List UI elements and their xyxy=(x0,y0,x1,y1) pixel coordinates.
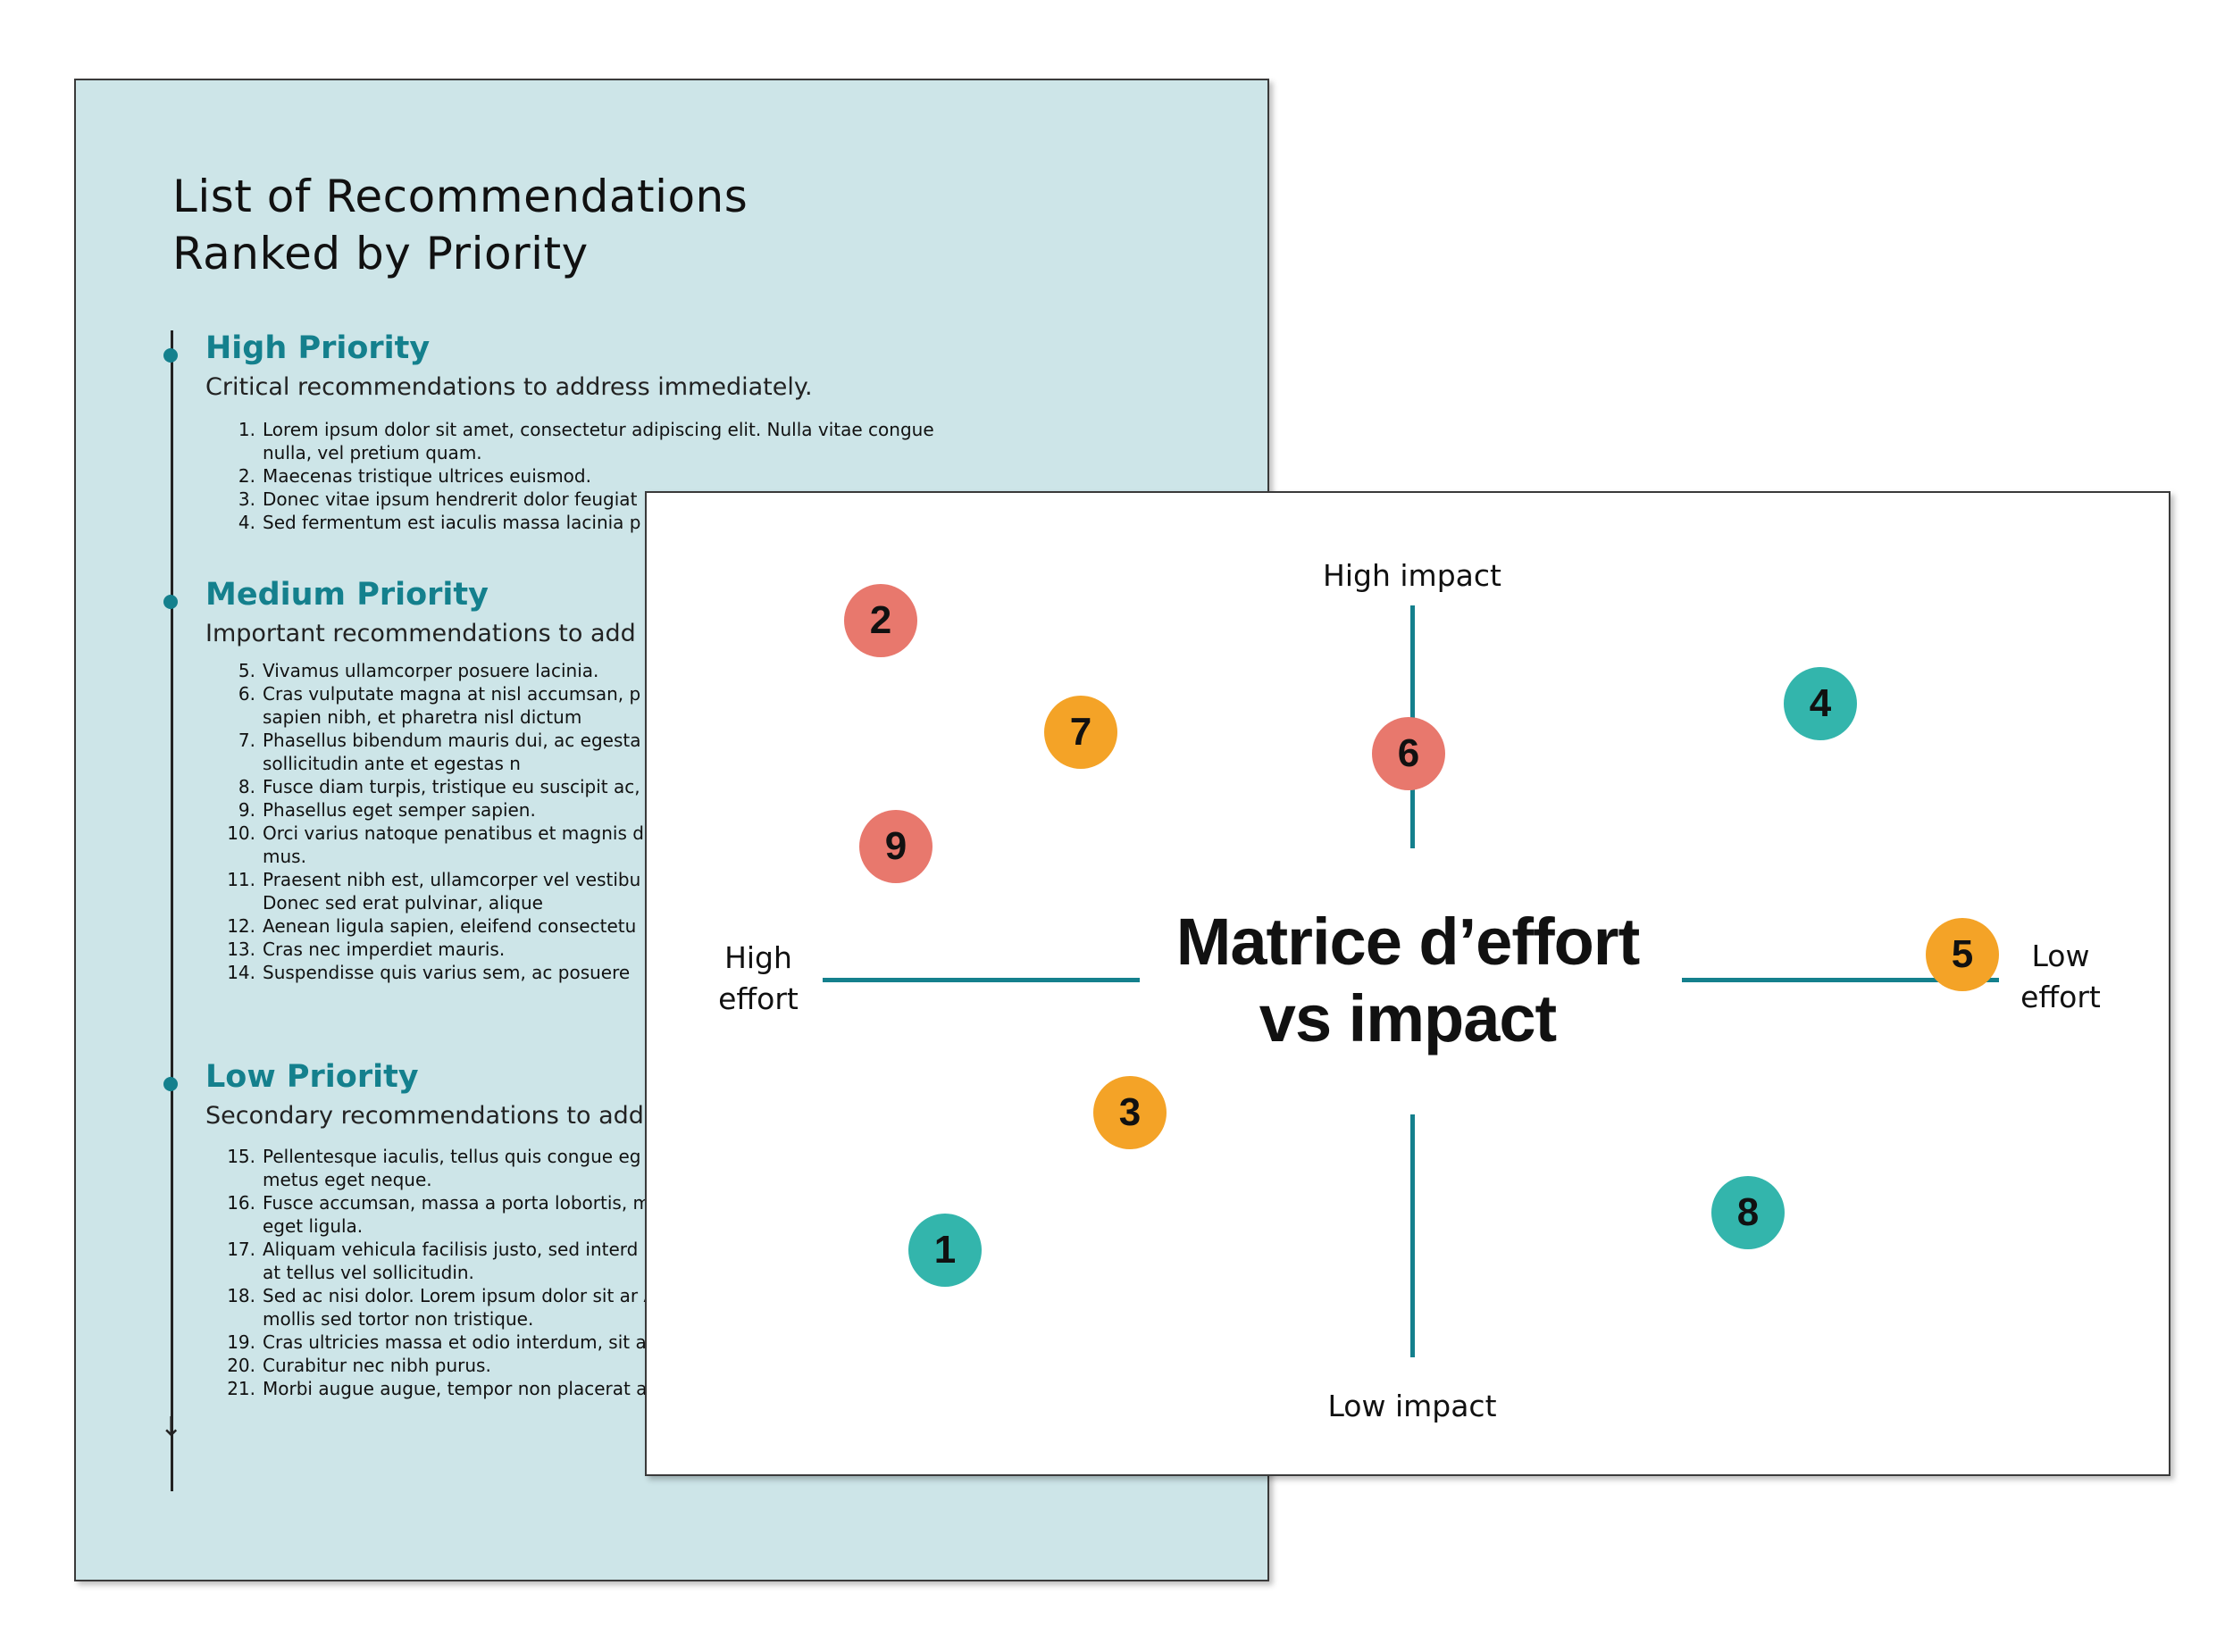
list-item-number: 19. xyxy=(227,1331,255,1353)
axis-line-bottom xyxy=(1410,1114,1415,1357)
list-item-text: Sed ac nisi dolor. Lorem ipsum dolor sit… xyxy=(263,1285,712,1330)
recommendation-list: 1. Lorem ipsum dolor sit amet, consectetu… xyxy=(205,418,947,534)
timeline-dot-icon xyxy=(163,1077,178,1091)
matrix-title-line-2: vs impact xyxy=(1259,981,1557,1055)
list-item-number: 16. xyxy=(227,1192,255,1214)
axis-line-right xyxy=(1682,978,1999,982)
list-item-number: 3. xyxy=(238,488,255,510)
marker-7: 7 xyxy=(1044,696,1117,769)
list-item-number: 10. xyxy=(227,822,255,844)
marker-6: 6 xyxy=(1372,717,1445,790)
list-item: 13. Cras nec imperdiet mauris. xyxy=(205,938,947,961)
list-item-number: 8. xyxy=(238,776,255,797)
list-item: 9. Phasellus eget semper sapien. xyxy=(205,798,947,822)
list-item-text: Vivamus ullamcorper posuere lacinia. xyxy=(263,660,599,681)
list-item-number: 1. xyxy=(238,419,255,440)
high-impact-label: High impact xyxy=(1323,558,1501,593)
list-item-number: 13. xyxy=(227,939,255,960)
priority-description: Secondary recommendations to add xyxy=(205,1102,644,1130)
list-title: List of Recommendations Ranked by Priori… xyxy=(172,168,748,282)
list-item-text: Fusce diam turpis, tristique eu suscipit… xyxy=(263,776,696,797)
marker-8: 8 xyxy=(1711,1176,1785,1249)
marker-4: 4 xyxy=(1784,667,1857,740)
timeline-dot-icon xyxy=(163,595,178,609)
list-item-text: Cras vulputate magna at nisl accumsan, p… xyxy=(263,683,700,728)
priority-heading: Medium Priority xyxy=(205,577,489,613)
list-item: 8. Fusce diam turpis, tristique eu suscip… xyxy=(205,775,763,798)
list-item-number: 21. xyxy=(227,1378,255,1399)
list-item: 21. Morbi augue augue, tempor non placera… xyxy=(205,1377,947,1400)
list-item: 20. Curabitur nec nibh purus. xyxy=(205,1354,947,1377)
list-item-number: 7. xyxy=(238,730,255,751)
list-item-number: 17. xyxy=(227,1239,255,1260)
list-item-number: 14. xyxy=(227,962,255,983)
marker-2: 2 xyxy=(844,584,917,657)
priority-heading: Low Priority xyxy=(205,1059,419,1095)
marker-1: 1 xyxy=(908,1214,982,1287)
list-item-number: 11. xyxy=(227,869,255,890)
list-item-text: Cras ultricies massa et odio interdum, s… xyxy=(263,1331,647,1353)
axis-line-left xyxy=(823,978,1140,982)
priority-description: Important recommendations to add xyxy=(205,620,636,647)
list-title-line-1: List of Recommendations xyxy=(172,171,749,222)
timeline-arrow-down-icon: ↓ xyxy=(160,1412,183,1443)
priority-heading: High Priority xyxy=(205,330,431,366)
priority-description: Critical recommendations to address imme… xyxy=(205,373,813,401)
list-item-number: 12. xyxy=(227,915,255,937)
marker-5: 5 xyxy=(1926,918,1999,991)
list-item: 3. Donec vitae ipsum hendrerit dolor feug… xyxy=(205,488,947,511)
list-item: 6. Cras vulputate magna at nisl accumsan,… xyxy=(205,682,763,729)
marker-3: 3 xyxy=(1093,1076,1167,1149)
list-item-text: Cras nec imperdiet mauris. xyxy=(263,939,506,960)
list-item: 5. Vivamus ullamcorper posuere lacinia. xyxy=(205,659,947,682)
timeline-dot-icon xyxy=(163,348,178,363)
list-item: 19. Cras ultricies massa et odio interdum… xyxy=(205,1331,947,1354)
list-item: 1. Lorem ipsum dolor sit amet, consectetu… xyxy=(205,418,947,464)
list-item: 4. Sed fermentum est iaculis massa lacini… xyxy=(205,511,947,534)
marker-9: 9 xyxy=(859,810,933,883)
list-item-number: 4. xyxy=(238,512,255,533)
list-item-text: Donec vitae ipsum hendrerit dolor feugia… xyxy=(263,488,638,510)
list-item-number: 2. xyxy=(238,465,255,487)
list-title-line-2: Ranked by Priority xyxy=(172,228,589,280)
list-item-number: 20. xyxy=(227,1355,255,1376)
list-item-number: 9. xyxy=(238,799,255,821)
list-item-text: Suspendisse quis varius sem, ac posuere xyxy=(263,962,631,983)
list-item-number: 5. xyxy=(238,660,255,681)
list-item-text: Phasellus eget semper sapien. xyxy=(263,799,536,821)
list-item: 14. Suspendisse quis varius sem, ac posue… xyxy=(205,961,947,984)
matrix-title: Matrice d’effort vs impact xyxy=(647,904,2169,1057)
list-item: 12. Aenean ligula sapien, eleifend consec… xyxy=(205,914,947,938)
list-item: 2. Maecenas tristique ultrices euismod. xyxy=(205,464,947,488)
list-item-text: Lorem ipsum dolor sit amet, consectetur … xyxy=(263,419,934,463)
effort-impact-matrix-card: High impact Low impact High effort Low e… xyxy=(645,491,2170,1476)
matrix-title-line-1: Matrice d’effort xyxy=(1175,905,1641,979)
low-effort-label: Low effort xyxy=(2020,939,2101,1014)
list-item-number: 18. xyxy=(227,1285,255,1306)
list-item-number: 6. xyxy=(238,683,255,705)
list-item-text: Curabitur nec nibh purus. xyxy=(263,1355,491,1376)
list-item-text: Morbi augue augue, tempor non placerat a xyxy=(263,1378,648,1399)
list-item: 18. Sed ac nisi dolor. Lorem ipsum dolor … xyxy=(205,1284,763,1331)
timeline-line xyxy=(171,330,173,1491)
list-item-number: 15. xyxy=(227,1146,255,1167)
list-item-text: Aenean ligula sapien, eleifend consectet… xyxy=(263,915,637,937)
high-effort-label: High effort xyxy=(718,940,799,1016)
list-item-text: Maecenas tristique ultrices euismod. xyxy=(263,465,591,487)
list-item-text: Sed fermentum est iaculis massa lacinia … xyxy=(263,512,641,533)
low-impact-label: Low impact xyxy=(1327,1389,1497,1423)
